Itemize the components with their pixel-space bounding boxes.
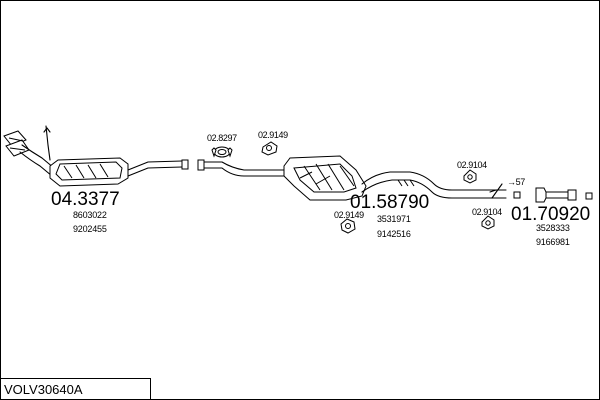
hanger-icon [261, 141, 278, 156]
catalyst-part-number: 04.3377 [51, 189, 120, 210]
pipe-ref-label: →57 [507, 177, 525, 187]
catalyst-ref-2: 9202455 [73, 224, 107, 234]
catalyst-ref-1: 8603022 [73, 210, 107, 220]
catalyst-body [49, 157, 129, 187]
hanger-icon [340, 218, 356, 234]
rear-silencer-body [513, 187, 593, 203]
pipe-connector [489, 183, 503, 199]
hanger-icon [463, 169, 477, 184]
rear-silencer-ref-2: 9166981 [536, 237, 570, 247]
middle-silencer-body [283, 155, 367, 201]
front-pipe-to-middle [127, 159, 189, 177]
rear-silencer-ref-1: 3528333 [536, 223, 570, 233]
model-code-box: VOLV30640A [0, 378, 151, 400]
middle-silencer-ref-2: 9142516 [377, 229, 411, 239]
intermediate-pipe [197, 159, 289, 177]
hanger-middle-label: 02.9149 [334, 210, 364, 220]
lambda-sensor-pipe [43, 125, 51, 161]
middle-silencer-ref-1: 3531971 [377, 214, 411, 224]
clamp-front-label: 02.8297 [207, 133, 237, 143]
clamp-icon [211, 146, 233, 158]
hanger-rear-bottom-label: 02.9104 [472, 207, 502, 217]
front-flange [3, 130, 30, 157]
rear-pipe [361, 171, 507, 199]
hanger-icon [481, 215, 495, 230]
rear-silencer-part-number: 01.70920 [511, 204, 590, 225]
front-down-pipe [19, 144, 55, 177]
hanger-rear-top-label: 02.9104 [457, 160, 487, 170]
hanger-front-label: 02.9149 [258, 130, 288, 140]
model-code: VOLV30640A [4, 382, 83, 397]
middle-silencer-part-number: 01.58790 [350, 192, 429, 213]
